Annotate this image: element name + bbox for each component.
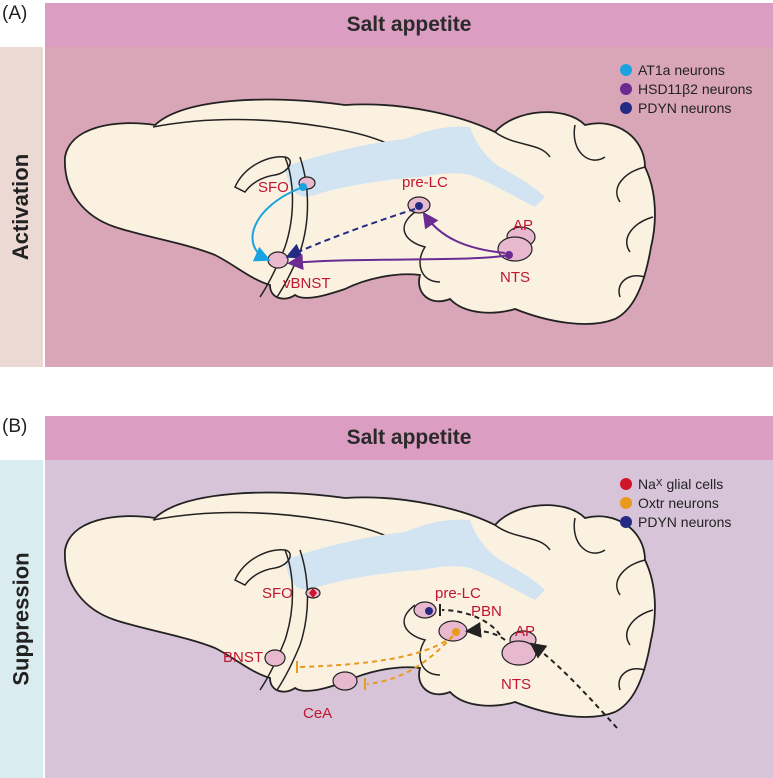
- panel-b-letter: (B): [2, 416, 28, 437]
- label-ap: AP: [513, 217, 533, 234]
- at1a-legend-dot: [620, 63, 632, 76]
- brain-sagittal-a: SFO vBNST pre-LC AP NTS: [64, 98, 656, 325]
- ventricle: [285, 126, 545, 207]
- nts-to-vbnst-arrow: [287, 254, 510, 271]
- brain-outline: [64, 98, 656, 325]
- ventricle: [285, 519, 545, 600]
- prelc-inhibition: [441, 609, 501, 636]
- panel-b-diagram: SFO BNST pre-LC PBN AP NTS CeA: [45, 460, 773, 778]
- bnst-nucleus: [264, 649, 286, 667]
- panel-a-letter: (A): [2, 3, 28, 24]
- label-ap: AP: [515, 623, 535, 640]
- nts-to-prelc-arrow: [422, 211, 506, 254]
- sfo-to-vbnst-arrow: [251, 186, 304, 262]
- pbn-to-cea-inhibition: [366, 635, 454, 685]
- pdyn-legend-dot: [620, 101, 632, 114]
- oxtr-dot: [452, 628, 460, 636]
- cea-nucleus: [332, 671, 358, 691]
- label-pbn: PBN: [471, 603, 502, 620]
- legend-item-at1a: AT1a neurons: [620, 60, 752, 79]
- label-nts: NTS: [501, 676, 531, 693]
- pdyn-dot: [425, 607, 433, 615]
- pbn-to-bnst-inhibition: [299, 635, 454, 668]
- pdyn-dot: [415, 202, 423, 210]
- label-nts: NTS: [500, 269, 530, 286]
- ascending-input-arrow: [529, 642, 618, 729]
- label-cea: CeA: [303, 705, 332, 722]
- panel-a-legend: AT1a neurons HSD11β2 neurons PDYN neuron…: [620, 60, 752, 117]
- pdyn-legend-dot: [620, 515, 632, 528]
- nts-nucleus: [501, 640, 537, 666]
- panel-a-side-label: Activation: [0, 47, 43, 367]
- panel-a-diagram: SFO vBNST pre-LC AP NTS: [45, 47, 773, 367]
- legend-item-oxtr: Oxtr neurons: [620, 493, 731, 512]
- nax-glial-dot: [309, 588, 317, 598]
- label-sfo: SFO: [258, 179, 289, 196]
- brain-sagittal-b: SFO BNST pre-LC PBN AP NTS CeA: [64, 491, 656, 729]
- label-vbnst: vBNST: [283, 275, 331, 292]
- label-prelc: pre-LC: [402, 174, 448, 191]
- hsd-legend-dot: [620, 82, 632, 95]
- label-prelc: pre-LC: [435, 585, 481, 602]
- vbnst-nucleus: [267, 251, 289, 269]
- panel-b-header: Salt appetite: [45, 416, 773, 460]
- label-sfo: SFO: [262, 585, 293, 602]
- brain-outline: [64, 491, 656, 718]
- nax-legend-dot: [620, 477, 632, 490]
- oxtr-legend-dot: [620, 496, 632, 509]
- nts-nucleus: [497, 236, 533, 262]
- legend-item-pdyn: PDYN neurons: [620, 512, 731, 531]
- panel-a-header: Salt appetite: [45, 3, 773, 47]
- legend-item-pdyn: PDYN neurons: [620, 98, 752, 117]
- panel-b-side-label: Suppression: [0, 460, 43, 778]
- label-bnst: BNST: [223, 649, 263, 666]
- prelc-to-vbnst-arrow: [285, 208, 416, 259]
- legend-item-hsd: HSD11β2 neurons: [620, 79, 752, 98]
- nts-to-pbn-arrow: [465, 621, 506, 641]
